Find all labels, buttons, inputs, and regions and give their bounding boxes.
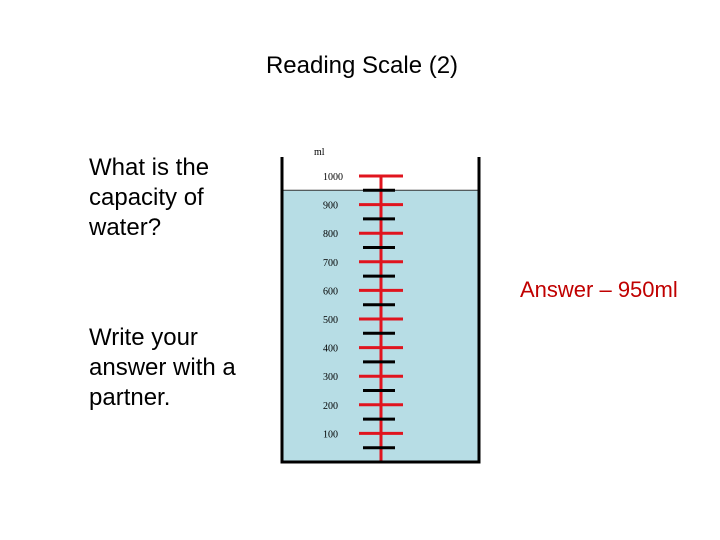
scale-labels: 1000 900 800 700 600 500 400 300 200 100 — [323, 172, 343, 440]
scale-label: 600 — [323, 286, 338, 297]
scale-ticks — [282, 174, 479, 462]
container-outline — [280, 157, 481, 464]
scale-label: 200 — [323, 401, 338, 412]
scale-label: 1000 — [323, 172, 343, 183]
answer-text: Answer – 950ml — [520, 277, 678, 302]
scale-label: 900 — [323, 201, 338, 212]
scale-label: 500 — [323, 315, 338, 326]
scale-label: 800 — [323, 229, 338, 240]
question-text: What is the capacity of water? — [89, 154, 210, 241]
scale-label: 300 — [323, 372, 338, 383]
slide-title: Reading Scale (2) — [265, 52, 459, 79]
scale-label: 400 — [323, 344, 338, 355]
instruction-text: Write your answer with a partner. — [89, 324, 236, 411]
unit-label: ml — [314, 147, 325, 158]
scale-label: 100 — [323, 429, 338, 440]
scale-label: 700 — [323, 258, 338, 269]
